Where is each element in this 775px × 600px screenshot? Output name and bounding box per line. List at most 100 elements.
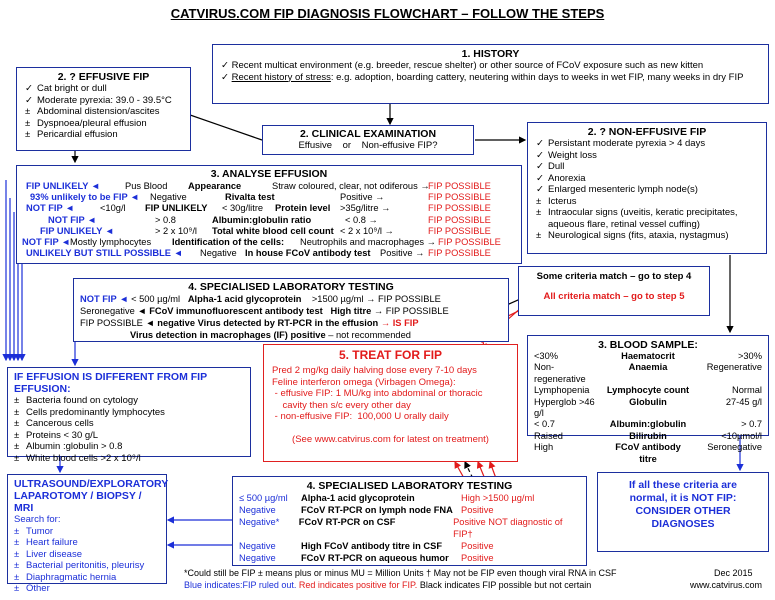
- history-line-1: ✓ Recent multicat environment (e.g. bree…: [221, 60, 704, 71]
- lab4b-negative: Negative*: [239, 517, 280, 527]
- treat-line: [272, 423, 509, 435]
- list-item: Cells predominantly lymphocytes: [14, 407, 244, 419]
- blood-cell: Normal: [732, 385, 762, 396]
- list-item: White blood cells >2 x 10⁹/l: [14, 453, 244, 465]
- lab4b-positive: Positive: [461, 505, 494, 515]
- lab4a-header: 4. SPECIALISED LABORATORY TESTING: [188, 281, 394, 293]
- ultra-header-2: LAPAROTOMY / BIOPSY / MRI: [14, 490, 142, 514]
- normal-line: CONSIDER OTHER: [635, 505, 731, 517]
- blood-cell: Raised: [534, 430, 563, 441]
- blood-cell: Bilirubin: [629, 430, 667, 441]
- ultra-list: TumorHeart failureLiver diseaseBacterial…: [14, 526, 160, 595]
- list-item: Moderate pyrexia: 39.0 - 39.5°C: [25, 95, 182, 107]
- list-item: Proteins < 30 g/L: [14, 430, 244, 442]
- different-header: IF EFFUSION IS DIFFERENT FROM FIP EFFUSI…: [14, 371, 207, 395]
- criteria-some: Some criteria match – go to step 4: [536, 271, 692, 282]
- analyse-test: In house FCoV antibody test: [245, 248, 371, 259]
- treat-lines: Pred 2 mg/kg daily halving dose every 7-…: [272, 365, 509, 446]
- lab4b-negative: ≤ 500 µg/ml: [239, 493, 288, 503]
- treat-line: (See www.catvirus.com for latest on trea…: [292, 434, 489, 445]
- lab4b-negative: Negative: [239, 505, 276, 515]
- blood-cell: High: [534, 442, 554, 453]
- analyse-test: Rivalta test: [225, 192, 275, 203]
- blood-cell: Lymphocyte count: [606, 385, 690, 396]
- analyse-test: FIP UNLIKELY: [145, 203, 208, 214]
- clinical-box: 2. CLINICAL EXAMINATION Effusive or Non-…: [262, 125, 474, 155]
- treat-line: Pred 2 mg/kg daily halving dose every 7-…: [272, 365, 477, 376]
- analyse-ruled-out: NOT FIP ◄: [22, 237, 71, 247]
- analyse-positive-value: < 0.8 →: [345, 214, 378, 225]
- treat-header: 5. TREAT FOR FIP: [338, 348, 443, 362]
- list-item: Dyspnoea/pleural effusion: [25, 118, 182, 130]
- analyse-ruled-out: NOT FIP ◄: [48, 214, 97, 225]
- analyse-low: Negative: [150, 192, 187, 203]
- list-item: Other: [14, 583, 160, 595]
- blood-cell: Regenerative: [706, 362, 762, 373]
- list-item: Persistant moderate pyrexia > 4 days: [536, 138, 758, 150]
- analyse-positive-value: Positive →: [380, 248, 425, 259]
- analyse-low: > 2 x 10⁹/l: [155, 225, 197, 236]
- blood-header: 3. BLOOD SAMPLE:: [598, 339, 698, 351]
- effusive-header: 2. ? EFFUSIVE FIP: [57, 71, 150, 83]
- blood-cell: Anaemia: [628, 362, 668, 373]
- list-item: Icterus: [536, 196, 758, 208]
- normal-line: If all these criteria are: [629, 479, 737, 491]
- analyse-low: Pus Blood: [125, 181, 168, 191]
- footer-legend: *Could still be FIP ± means plus or minu…: [184, 568, 617, 578]
- history-box: 1. HISTORY ✓ Recent multicat environment…: [212, 44, 769, 104]
- lab4b-test: High FCoV antibody titre in CSF: [301, 541, 442, 551]
- noneffusive-box: 2. ? NON-EFFUSIVE FIP Persistant moderat…: [527, 122, 767, 254]
- lab4b-test: FCoV RT-PCR on CSF: [298, 517, 396, 527]
- analyse-low-2: < 30g/litre: [222, 203, 264, 214]
- list-item: Albumin :globulin > 0.8: [14, 441, 244, 453]
- analyse-test: Appearance: [188, 181, 242, 191]
- analyse-ruled-out: UNLIKELY BUT STILL POSSIBLE ◄: [26, 248, 183, 259]
- normal-line: normal, it is NOT FIP:: [629, 492, 737, 504]
- treat-line: - effusive FIP: 1 MU/kg into abdominal o…: [272, 388, 483, 399]
- lab4a-row-4: Virus detection in macrophages (IF) posi…: [130, 330, 411, 340]
- blood-cell: Seronegative: [707, 442, 762, 453]
- analyse-fip-possible: FIP POSSIBLE: [428, 181, 491, 191]
- analyse-test: Total white blood cell count: [212, 225, 334, 236]
- analyse-positive-value: Neutrophils and macrophages →: [300, 237, 436, 247]
- blood-cell: Haematocrit: [621, 351, 675, 361]
- different-box: IF EFFUSION IS DIFFERENT FROM FIP EFFUSI…: [7, 367, 251, 464]
- blood-cell: 27-45 g/l: [725, 396, 762, 407]
- ultra-box: ULTRASOUND/EXPLORATORY LAPAROTOMY / BIOP…: [7, 474, 169, 594]
- analyse-ruled-out: FIP UNLIKELY ◄: [26, 181, 101, 191]
- analyse-box: 3. ANALYSE EFFUSION: [16, 165, 522, 264]
- list-item: Cancerous cells: [14, 418, 244, 430]
- clinical-header: 2. CLINICAL EXAMINATION: [299, 128, 437, 140]
- lab4a-row-2: Seronegative ◄ FCoV immunofluorescent an…: [80, 306, 449, 316]
- analyse-low: Negative: [200, 248, 237, 259]
- list-item: Intraocular signs (uveitis, keratic prec…: [536, 207, 758, 230]
- blood-row: <30% Haematocrit >30%: [534, 351, 762, 362]
- analyse-positive-value: Positive →: [340, 192, 385, 203]
- effusive-box: 2. ? EFFUSIVE FIP Cat bright or dullMode…: [16, 67, 191, 151]
- lab4b-test: FCoV RT-PCR on aqueous humor: [301, 553, 449, 563]
- analyse-ruled-out: NOT FIP ◄: [26, 203, 75, 214]
- analyse-positive-value: >35g/litre →: [340, 203, 391, 214]
- analyse-test: Albumin:globulin ratio: [212, 214, 312, 225]
- analyse-ruled-out: FIP UNLIKELY ◄: [40, 225, 115, 236]
- analyse-header: 3. ANALYSE EFFUSION: [210, 168, 328, 180]
- analyse-low: <10g/l: [100, 203, 126, 214]
- analyse-low: > 0.8: [155, 214, 176, 225]
- analyse-low: Mostly lymphocytes: [70, 237, 152, 247]
- lab4b-positive: High >1500 µg/ml: [461, 493, 535, 503]
- analyse-fip-possible: FIP POSSIBLE: [428, 214, 491, 225]
- blood-cell: <30%: [534, 351, 559, 361]
- analyse-fip-possible: FIP POSSIBLE: [428, 225, 491, 236]
- ultra-header-1: ULTRASOUND/EXPLORATORY: [14, 478, 169, 490]
- lab4b-positive: Positive: [461, 541, 494, 551]
- analyse-fip-possible: FIP POSSIBLE: [428, 203, 491, 214]
- blood-cell: >30%: [737, 351, 762, 361]
- blood-box: 3. BLOOD SAMPLE: <30%Haematocrit>30%Non-…: [527, 335, 769, 464]
